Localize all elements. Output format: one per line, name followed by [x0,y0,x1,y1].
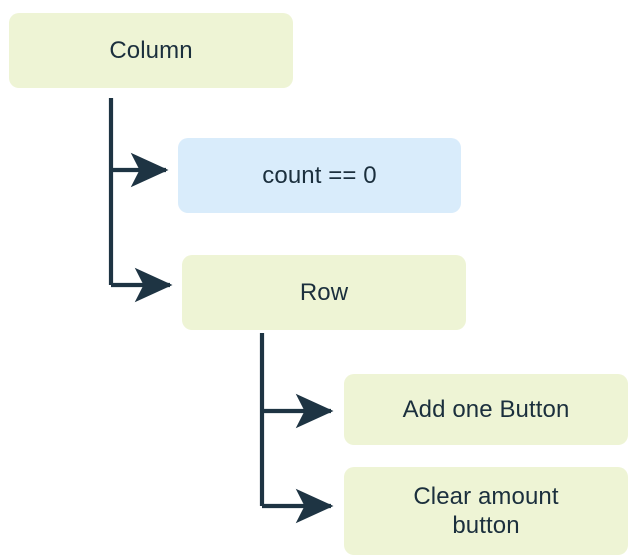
node-column[interactable]: Column [9,13,293,88]
node-row[interactable]: Row [182,255,466,330]
node-add-one-button[interactable]: Add one Button [344,374,628,445]
node-clear-amount-button[interactable]: Clear amount button [344,467,628,555]
node-count-condition[interactable]: count == 0 [178,138,461,213]
